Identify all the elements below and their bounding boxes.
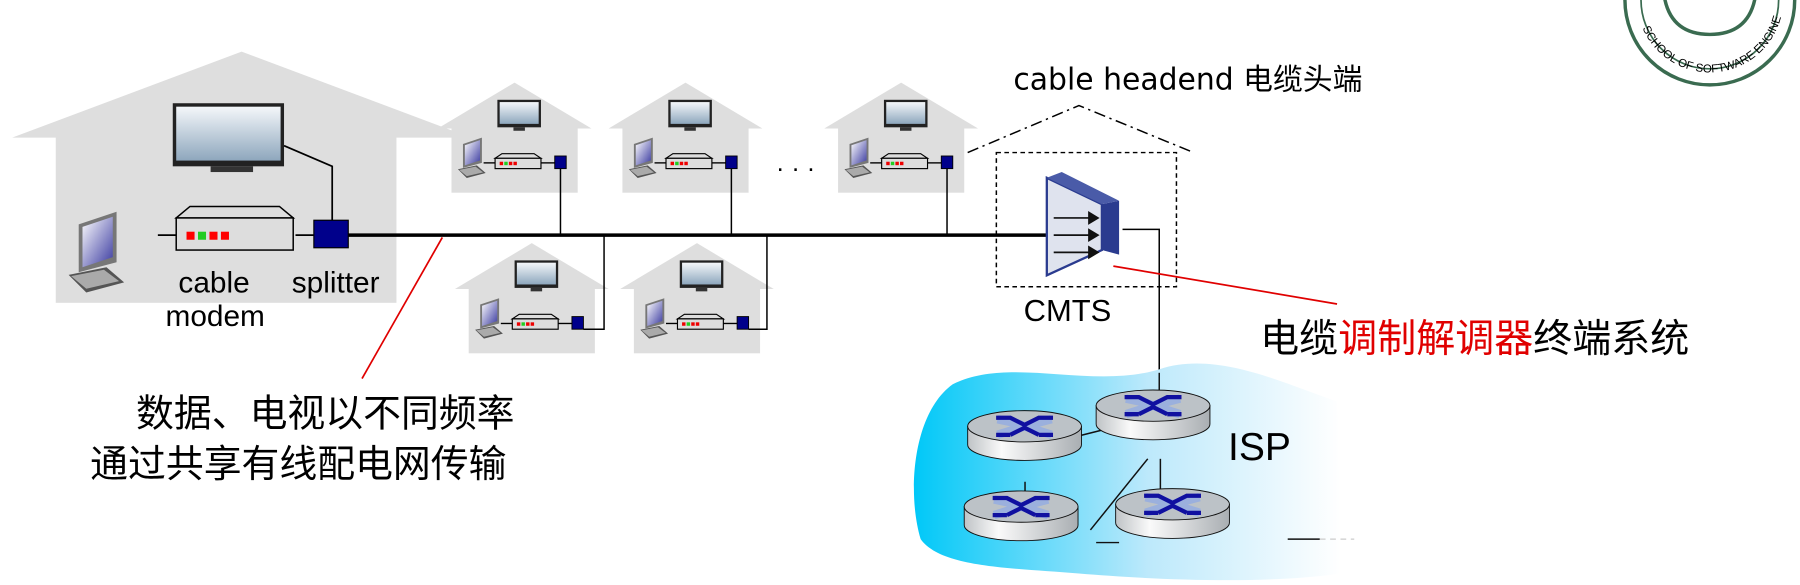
cmts-label: CMTS xyxy=(1024,293,1112,328)
cable-modem-label-2: modem xyxy=(165,300,264,333)
tv-icon xyxy=(172,103,285,173)
router-icon xyxy=(964,491,1078,541)
cmts-annotation-line xyxy=(1113,265,1338,305)
router-icon xyxy=(1116,489,1230,539)
cable-modem-icon xyxy=(174,205,296,251)
headend-label: cable headend 电缆头端 xyxy=(1013,62,1362,97)
house-icon xyxy=(438,83,592,193)
home-house: cable modem splitter xyxy=(12,51,471,333)
shared-annotation-line xyxy=(361,237,444,379)
neighbor-houses xyxy=(438,83,978,354)
router-icon xyxy=(968,411,1082,461)
cmts-icon xyxy=(1045,172,1120,278)
cable-modem-label: cable xyxy=(178,267,249,300)
house-icon xyxy=(609,83,763,193)
router-icon xyxy=(1096,390,1210,440)
house-icon xyxy=(455,243,609,353)
more-houses-ellipsis: · · · xyxy=(776,155,815,183)
isp-label: ISP xyxy=(1228,426,1291,469)
shared-medium-text-2: 通过共享有线配电网传输 xyxy=(90,442,506,486)
isp-network xyxy=(913,363,1355,581)
splitter-label: splitter xyxy=(292,267,380,300)
house-icon xyxy=(824,83,978,193)
shared-medium-text-1: 数据、电视以不同频率 xyxy=(136,392,514,436)
house-icon xyxy=(620,243,774,353)
splitter-icon xyxy=(313,219,349,249)
cable-headend xyxy=(967,104,1194,373)
cmts-description: 电缆调制解调器终端系统 xyxy=(1260,317,1689,362)
